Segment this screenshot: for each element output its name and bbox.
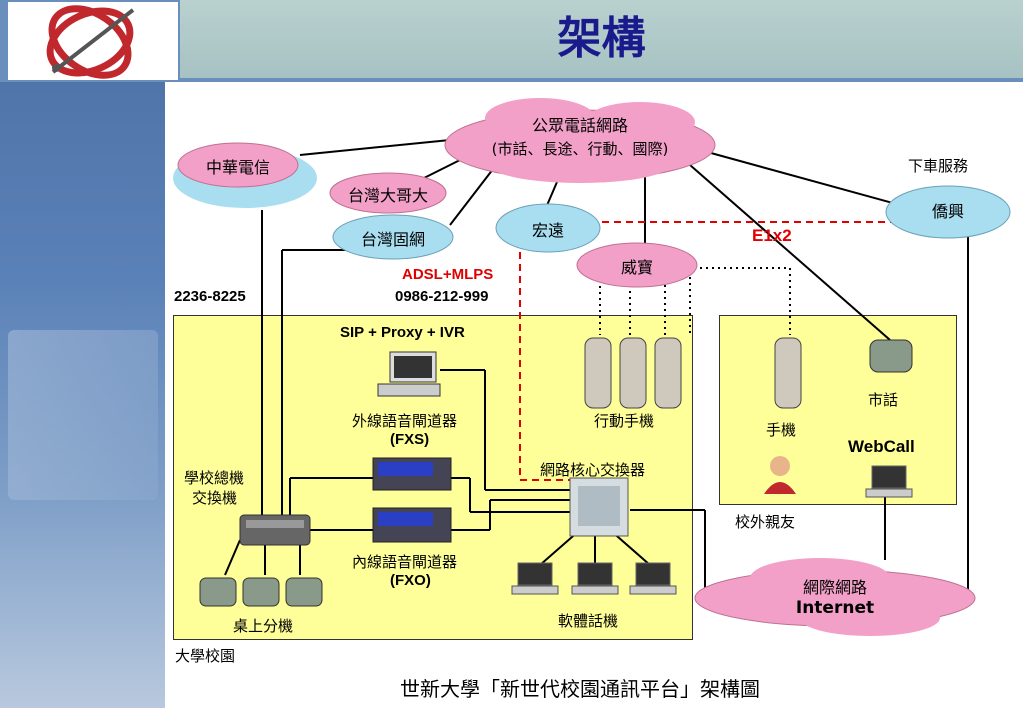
weibao-cloud-label: 威寶: [620, 258, 653, 277]
hongyuan-cloud-label: 宏遠: [531, 221, 564, 240]
off-campus-label: 校外親友: [735, 513, 796, 531]
pbx-label: 學校總機: [184, 469, 245, 487]
phone-number-1: 2236-8225: [174, 288, 246, 305]
fxo-gateway-icon: [372, 507, 452, 543]
pbx-switch-icon: [239, 514, 311, 546]
cloud-weibao: [576, 242, 698, 288]
sip-server-icon: [377, 351, 441, 397]
cloud-cht: [173, 142, 317, 208]
cloud-tw-mobile: [329, 172, 447, 214]
e1-links: [519, 221, 900, 481]
fxs-label: 外線語音閘道器: [352, 412, 458, 430]
e1-label: E1x2: [752, 226, 792, 245]
cloud-hongyuan: [495, 203, 601, 253]
internet-cloud-label: 網際網路: [802, 578, 867, 597]
core-switch-icon: [569, 477, 629, 537]
cellphone-label: 手機: [766, 421, 797, 439]
pstn-cloud-label: 公眾電話網路: [531, 116, 628, 135]
webcall-label: WebCall: [848, 437, 915, 456]
adsl-label: ADSL+MLPS: [402, 266, 494, 283]
logo: [8, 2, 178, 80]
mobile-phone-icons: [584, 337, 802, 409]
softphones-label: 軟體話機: [558, 612, 619, 630]
phone-number-2: 0986-212-999: [395, 288, 489, 305]
core-switch-label: 網路核心交換器: [540, 461, 646, 479]
fxs-sublabel: (FXS): [390, 431, 430, 448]
logo-icon: [46, 5, 135, 79]
sip-label: SIP + Proxy + IVR: [340, 324, 465, 341]
campus-label: 大學校園: [175, 647, 236, 665]
downstream-label: 下車服務: [908, 157, 969, 175]
qiaoxing-cloud-label: 僑興: [931, 202, 964, 221]
fxs-gateway-icon: [372, 457, 452, 491]
desk-phones-label: 桌上分機: [233, 617, 294, 635]
person-icon: [764, 456, 796, 494]
page-title: 架構: [557, 13, 646, 64]
pstn-cloud-sublabel: (市話、長途、行動、國際): [491, 140, 669, 158]
cht-cloud-label: 中華電信: [205, 158, 270, 177]
fxo-sublabel: (FXO): [390, 572, 431, 589]
cloud-pstn: [444, 98, 716, 183]
internet-cloud-sublabel: Internet: [795, 598, 875, 618]
title-band: [180, 0, 1023, 78]
slide-sidebar: [0, 0, 165, 708]
diagram-caption: 世新大學「新世代校園通訊平台」架構圖: [400, 677, 760, 701]
softphone-pc-icons: [511, 562, 677, 595]
fxo-label: 內線語音閘道器: [352, 553, 458, 571]
desk-phone-icons: [199, 577, 323, 607]
mobile-phones-label: 行動手機: [594, 412, 655, 430]
cloud-internet: [694, 558, 976, 636]
landline-label: 市話: [868, 391, 899, 409]
monitor-graphic: [8, 330, 158, 500]
webcall-pc-icon: [865, 465, 913, 498]
cloud-qiaoxing: [885, 185, 1011, 239]
cloud-tw-fixed: [332, 214, 454, 260]
tw-mobile-cloud-label: 台灣大哥大: [347, 186, 428, 205]
landline-phone-icon: [869, 339, 913, 373]
pbx-sublabel: 交換機: [192, 489, 238, 507]
off-campus-region: [719, 315, 957, 505]
tw-fixed-cloud-label: 台灣固網: [360, 230, 425, 249]
